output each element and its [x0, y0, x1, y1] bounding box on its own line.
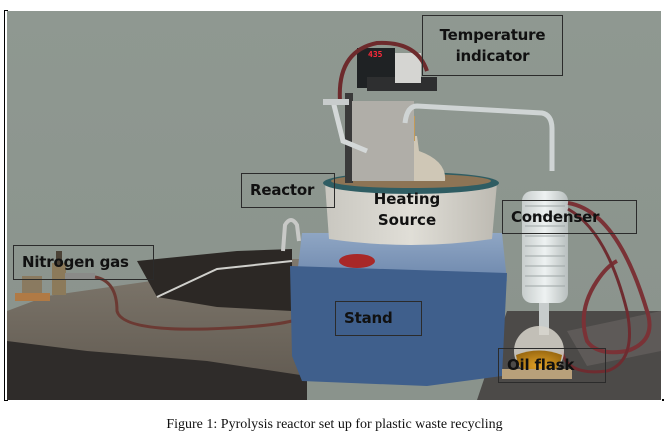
figure-frame-top-tick [4, 10, 8, 11]
label-temperature-indicator: Temperature indicator [422, 15, 563, 76]
figure-frame-corner-dot [662, 399, 664, 401]
faucet [281, 218, 301, 252]
temperature-display-readout: 435 [368, 50, 383, 59]
label-oil-flask-text: Oil flask [507, 356, 575, 374]
thermocouple-tubing [337, 40, 429, 102]
gas-inlet-connector [323, 99, 349, 105]
stand-body [290, 266, 507, 386]
bench-right-shelf [567, 311, 661, 366]
label-heating-source-line1: Heating [373, 190, 441, 208]
condenser-water-tubing-2 [560, 207, 631, 374]
label-condenser: Condenser [502, 200, 637, 234]
sink-rim-highlight [156, 260, 293, 298]
condenser-coils [525, 205, 565, 287]
condenser-body [522, 191, 568, 303]
figure-caption: Figure 1: Pyrolysis reactor set up for p… [166, 417, 503, 432]
delivery-tube [402, 103, 555, 171]
label-heating-source: Heating Source [352, 189, 462, 231]
flask-cork-base [502, 369, 572, 379]
clamp-stand-rod [345, 93, 353, 183]
condenser-outlet [539, 303, 549, 335]
label-oil-flask: Oil flask [498, 348, 606, 383]
bench-front-edge [7, 341, 307, 400]
label-temperature-indicator-text: Temperature indicator [439, 25, 546, 65]
label-heating-source-line2: Source [377, 211, 437, 229]
clamp-stand-plate [352, 101, 414, 181]
label-reactor-text: Reactor [250, 181, 315, 199]
label-stand-text: Stand [344, 309, 393, 327]
indicator-side-plate [395, 53, 421, 83]
label-reactor: Reactor [241, 173, 335, 208]
reactor-setup-photo: 435 Temperature indicator Reactor Conden… [7, 11, 661, 400]
label-stand: Stand [335, 301, 422, 336]
label-nitrogen-gas-text: Nitrogen gas [22, 253, 129, 271]
heating-mantle [325, 183, 497, 245]
figure-frame-left-rule [4, 10, 5, 401]
nitrogen-hose [94, 275, 293, 331]
figure-frame-bottom-tick [4, 400, 8, 401]
gas-inlet-glass [330, 100, 368, 154]
condenser-water-tubing [567, 201, 652, 355]
label-nitrogen-gas: Nitrogen gas [13, 245, 154, 280]
label-condenser-text: Condenser [511, 207, 600, 226]
stand-brand-badge [339, 254, 375, 268]
